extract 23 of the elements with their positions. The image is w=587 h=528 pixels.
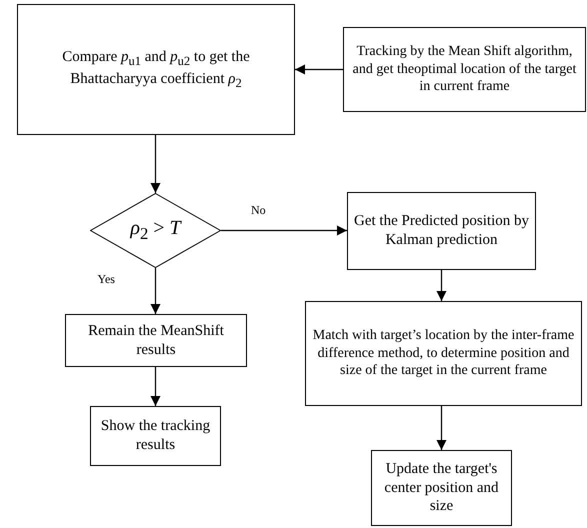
arrow [295,64,343,74]
step-text: Compare p$_{u1}$ and p$_{u2}$ to get the Bhattacharyya coefficient ρ$_{2}$ [61,48,251,92]
step-text: Show the tracking results [100,417,212,455]
step-text: Tracking by the Mean Shift algorithm, and get theoptimal location of the target in current frame [352,43,578,96]
process-box [17,4,295,135]
arrow [221,226,347,236]
arrow [436,270,446,301]
decision-diamond [90,193,221,268]
arrow [436,406,446,450]
step-text: Update the target's center position and size [383,460,500,516]
condition-text: ρ$_{2}$ > T [129,216,183,245]
arrow [150,367,160,406]
arrow [150,135,160,193]
process-box [65,314,247,367]
step-text: Match with target’s location by the inter-frame difference method, to determine position and size of the target in the current frame [312,327,576,380]
process-box [343,27,586,112]
process-box [305,301,582,406]
process-box [347,192,536,270]
step-text: Get the Predicted position by Kalman prediction [353,212,530,250]
arrow [150,268,160,314]
process-box [90,406,221,466]
step-text: Remain the MeanShift results [87,322,225,360]
process-box [371,450,512,526]
